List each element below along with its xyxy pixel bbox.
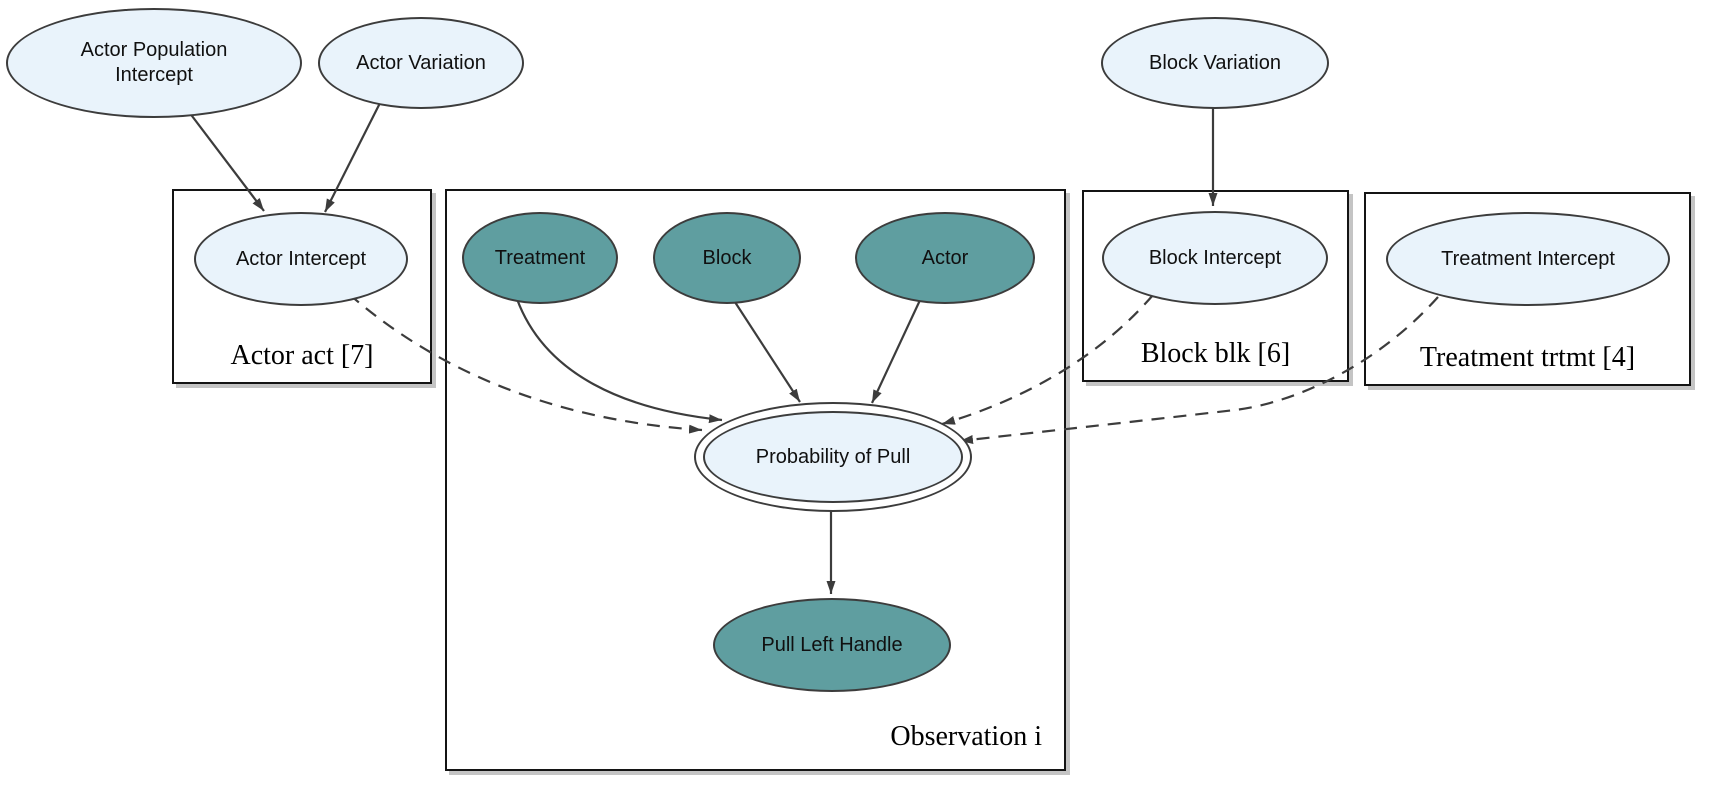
node-probability-of-pull-inner: Probability of Pull — [703, 411, 963, 503]
edge-actor-to-probability-of-pull — [871, 297, 922, 404]
node-probability-of-pull: Probability of Pull — [694, 402, 972, 512]
edge-treatment-intercept-to-probability-of-pull-dashed — [959, 296, 1439, 444]
node-actor-intercept-label: Actor Intercept — [235, 247, 367, 270]
node-actor-intercept: Actor Intercept — [194, 212, 408, 306]
edge-block-to-probability-of-pull — [732, 298, 801, 403]
node-treatment-intercept-label: Treatment Intercept — [1441, 247, 1615, 270]
node-block: Block — [653, 212, 801, 304]
node-pull-left-handle-label: Pull Left Handle — [761, 633, 903, 656]
node-treatment-intercept: Treatment Intercept — [1386, 212, 1670, 306]
edge-actor-variation-to-actor-intercept — [324, 100, 382, 213]
edge-block-intercept-to-probability-of-pull-dashed — [941, 294, 1154, 426]
node-actor: Actor — [855, 212, 1035, 304]
node-actor-label: Actor — [921, 246, 969, 269]
plate-block-blk-label: Block blk [6] — [1140, 338, 1291, 369]
edge-treatment-to-probability-of-pull — [515, 298, 723, 424]
node-actor-population-intercept: Actor Population Intercept — [6, 8, 302, 118]
node-block-variation-label: Block Variation — [1149, 51, 1281, 74]
node-actor-population-intercept-label: Actor Population Intercept — [80, 39, 228, 86]
node-treatment: Treatment — [462, 212, 618, 304]
node-probability-of-pull-label: Probability of Pull — [755, 445, 911, 468]
edge-actor-intercept-to-probability-of-pull-dashed — [348, 293, 703, 434]
node-block-variation: Block Variation — [1101, 17, 1329, 109]
plate-observation-label: Observation i — [890, 721, 1042, 752]
plate-actor-act-label: Actor act [7] — [230, 340, 374, 371]
node-block-intercept-label: Block Intercept — [1148, 246, 1282, 269]
edge-actor-population-intercept-to-actor-intercept — [188, 111, 265, 212]
node-actor-variation-label: Actor Variation — [356, 51, 486, 74]
node-actor-variation: Actor Variation — [318, 17, 524, 109]
node-treatment-label: Treatment — [494, 246, 586, 269]
node-block-label: Block — [702, 246, 752, 269]
node-pull-left-handle: Pull Left Handle — [713, 598, 951, 692]
plate-treatment-trtmt-label: Treatment trtmt [4] — [1419, 342, 1636, 373]
node-block-intercept: Block Intercept — [1102, 211, 1328, 305]
